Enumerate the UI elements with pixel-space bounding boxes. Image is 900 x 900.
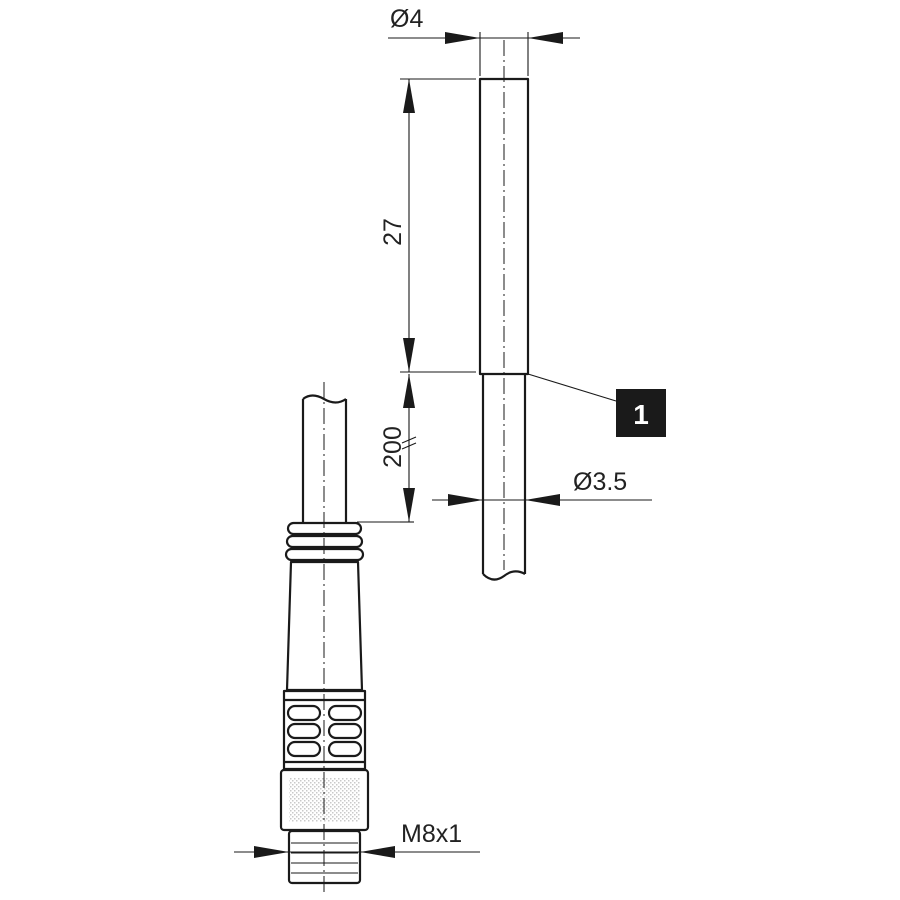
m8-connector — [279, 382, 370, 895]
probe-diameter-dimension: Ø4 — [388, 5, 580, 76]
connector-cable-break-line — [302, 394, 347, 404]
sensor-cable — [481, 374, 527, 581]
callout-1: 1 — [527, 373, 666, 437]
callout-number: 1 — [633, 399, 649, 430]
break-mark-upper — [401, 436, 417, 444]
probe-diameter-label: Ø4 — [390, 5, 423, 33]
probe-length-dimension: 27 — [379, 78, 476, 373]
probe-length-label: 27 — [379, 218, 407, 246]
cable-length-dimension: 200 — [379, 374, 417, 523]
cable-diameter-label: Ø3.5 — [573, 468, 627, 496]
sensor-probe — [478, 40, 530, 570]
callout-leader-line — [527, 373, 617, 402]
break-mark-lower — [401, 442, 417, 450]
cable-length-label: 200 — [379, 426, 407, 468]
cable-break-line — [482, 570, 526, 581]
thread-dimension: M8x1 — [234, 820, 480, 858]
cable-diameter-dimension: Ø3.5 — [432, 468, 652, 506]
callout-badge — [616, 389, 666, 437]
thread-size-label: M8x1 — [401, 820, 462, 848]
